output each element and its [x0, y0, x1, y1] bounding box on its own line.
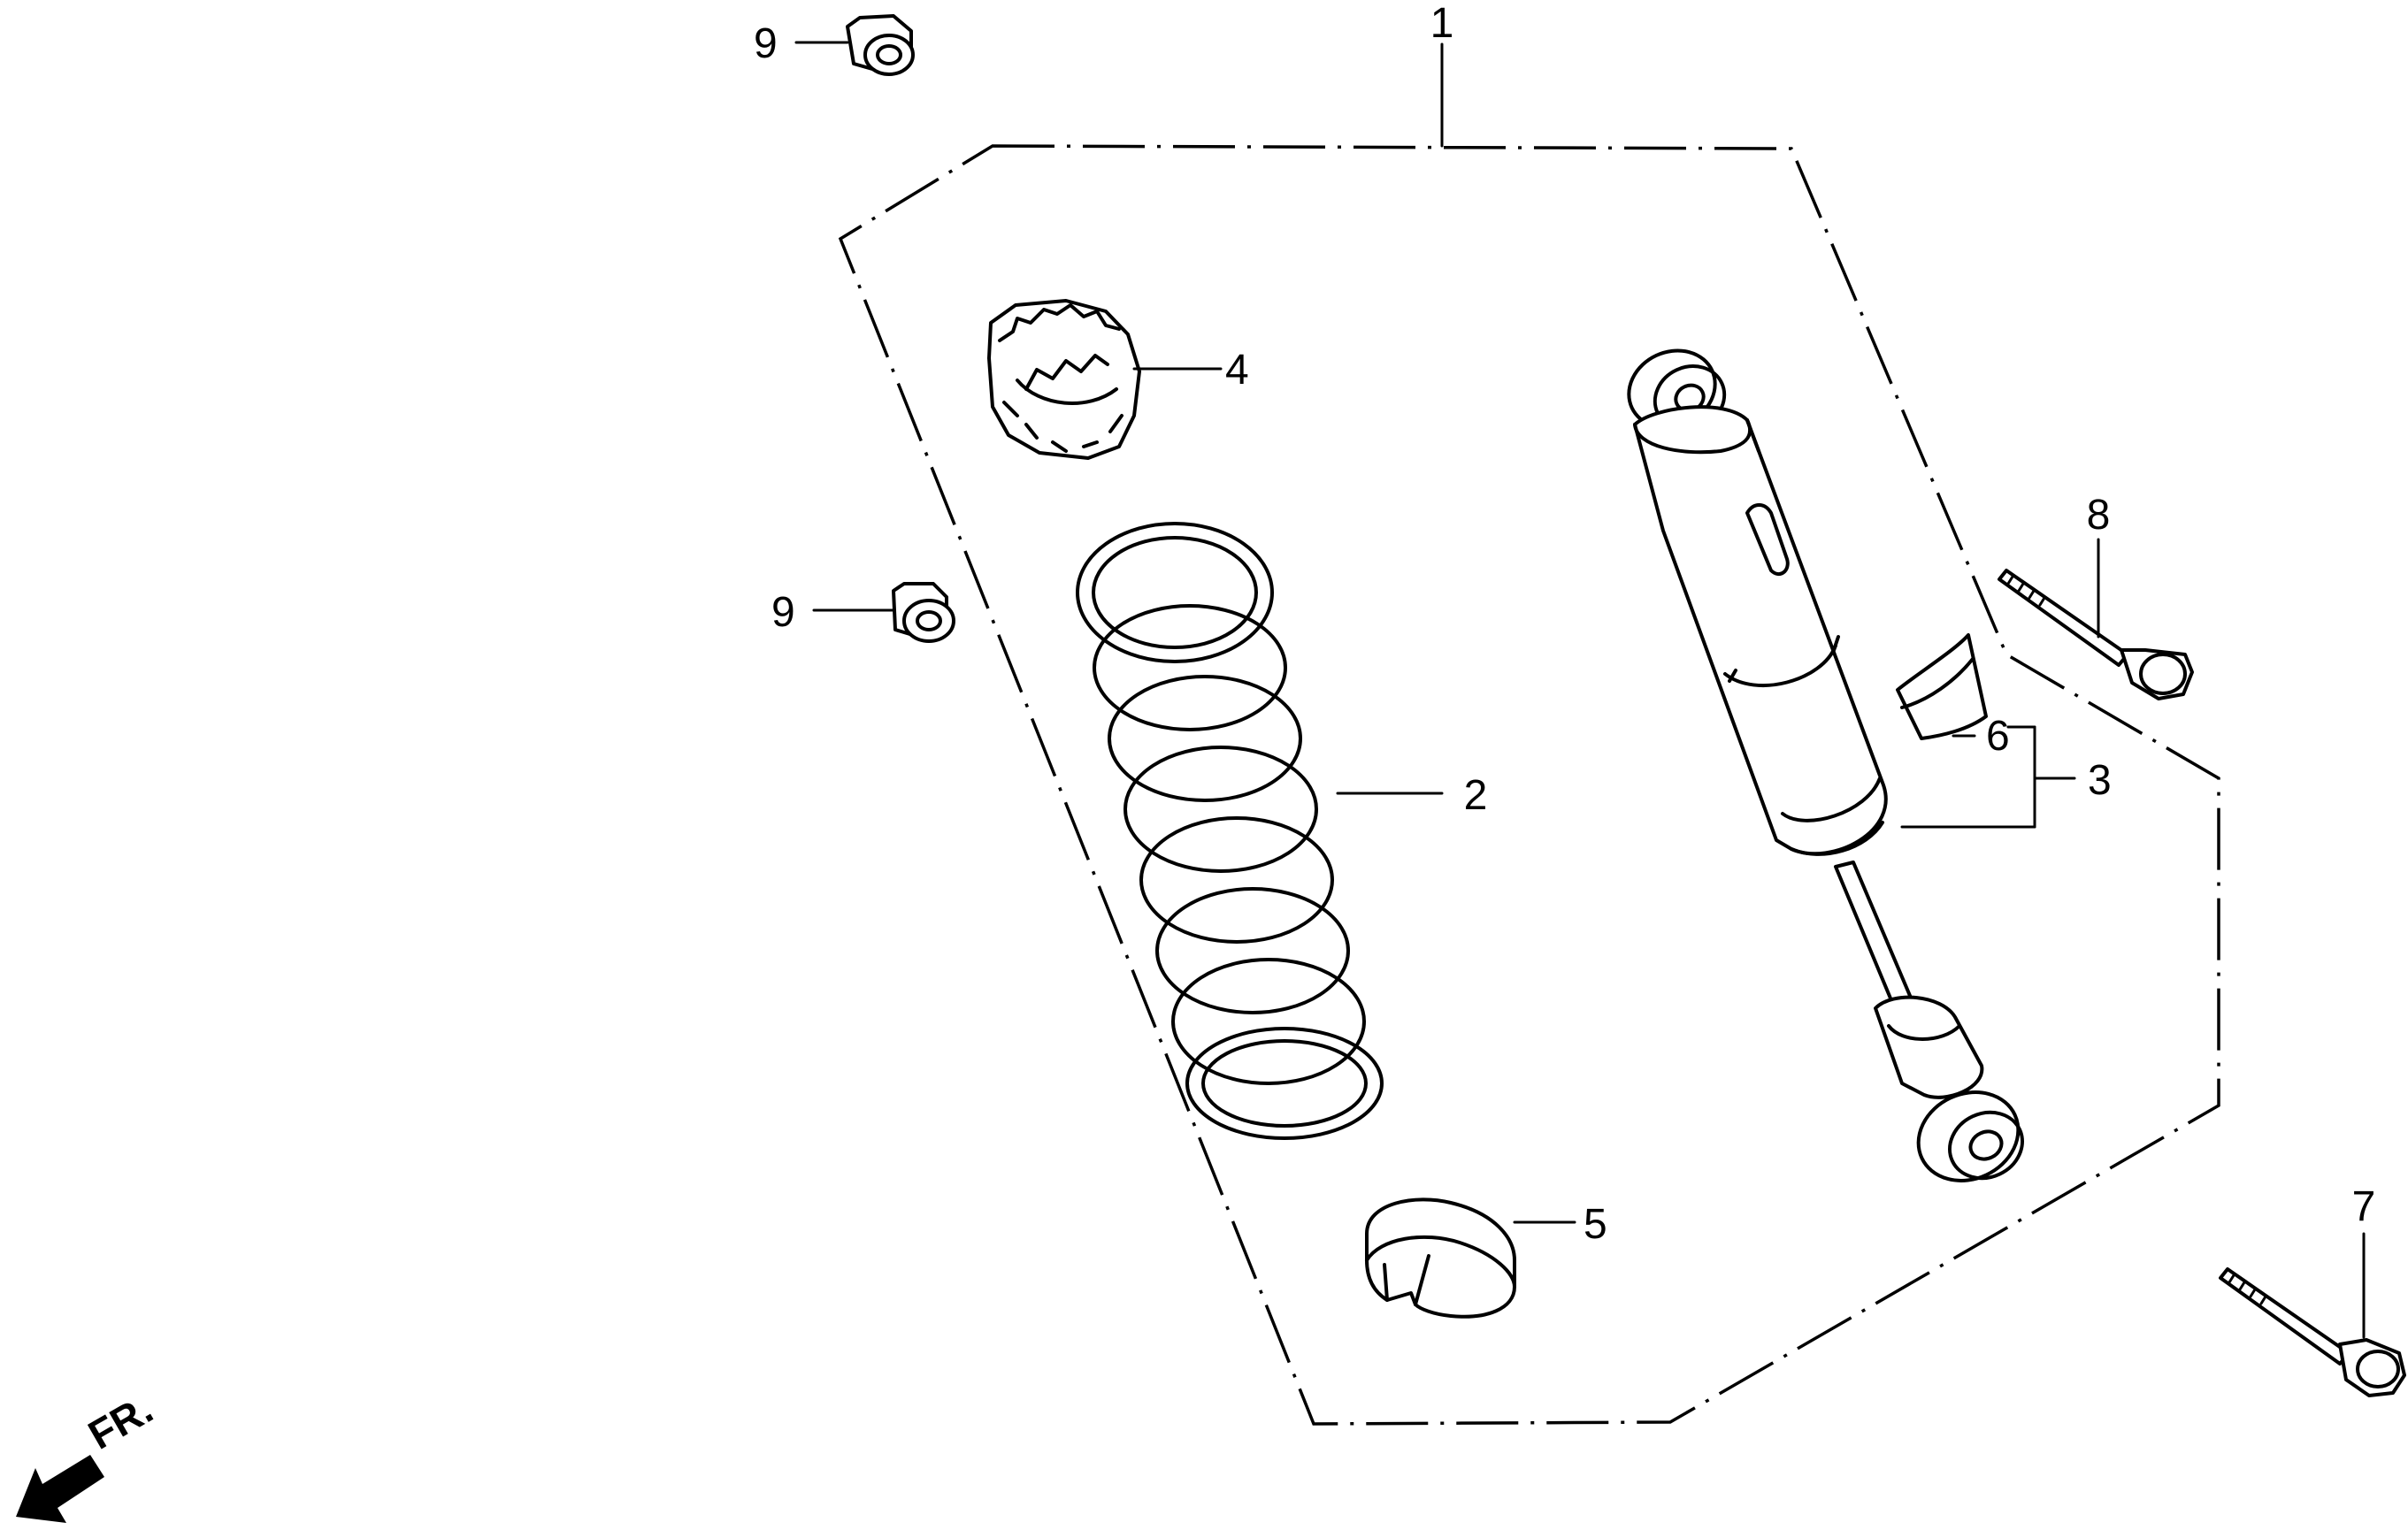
coil-spring-part-2 — [1076, 522, 1444, 1140]
bolt-part-8 — [1998, 538, 2194, 700]
assembly-boundary — [838, 144, 2220, 1426]
shock-absorber-part-3 — [1627, 348, 2036, 1182]
callout-5: 5 — [1584, 1201, 1607, 1248]
callout-1: 1 — [1430, 0, 1454, 47]
callout-3: 3 — [2088, 757, 2112, 804]
spring-collar-part-4 — [987, 299, 1223, 460]
callout-4: 4 — [1225, 347, 1249, 394]
callout-7: 7 — [2352, 1183, 2376, 1230]
bolt-part-7 — [2219, 1232, 2406, 1397]
callout-9-middle: 9 — [771, 589, 795, 636]
bracket-callout-3 — [2006, 725, 2076, 829]
callout-2: 2 — [1464, 772, 1488, 819]
front-direction-arrow-icon — [16, 1455, 104, 1523]
nut-part-9-middle — [812, 582, 955, 643]
callout-6: 6 — [1986, 713, 2010, 760]
sticker-part-6 — [1896, 633, 1988, 740]
spring-seat-part-5 — [1365, 1197, 1576, 1319]
callout-9-top: 9 — [754, 20, 778, 67]
front-direction-label: FR. — [81, 1386, 160, 1458]
nut-part-9-top — [794, 14, 915, 76]
callout-8: 8 — [2087, 492, 2111, 539]
